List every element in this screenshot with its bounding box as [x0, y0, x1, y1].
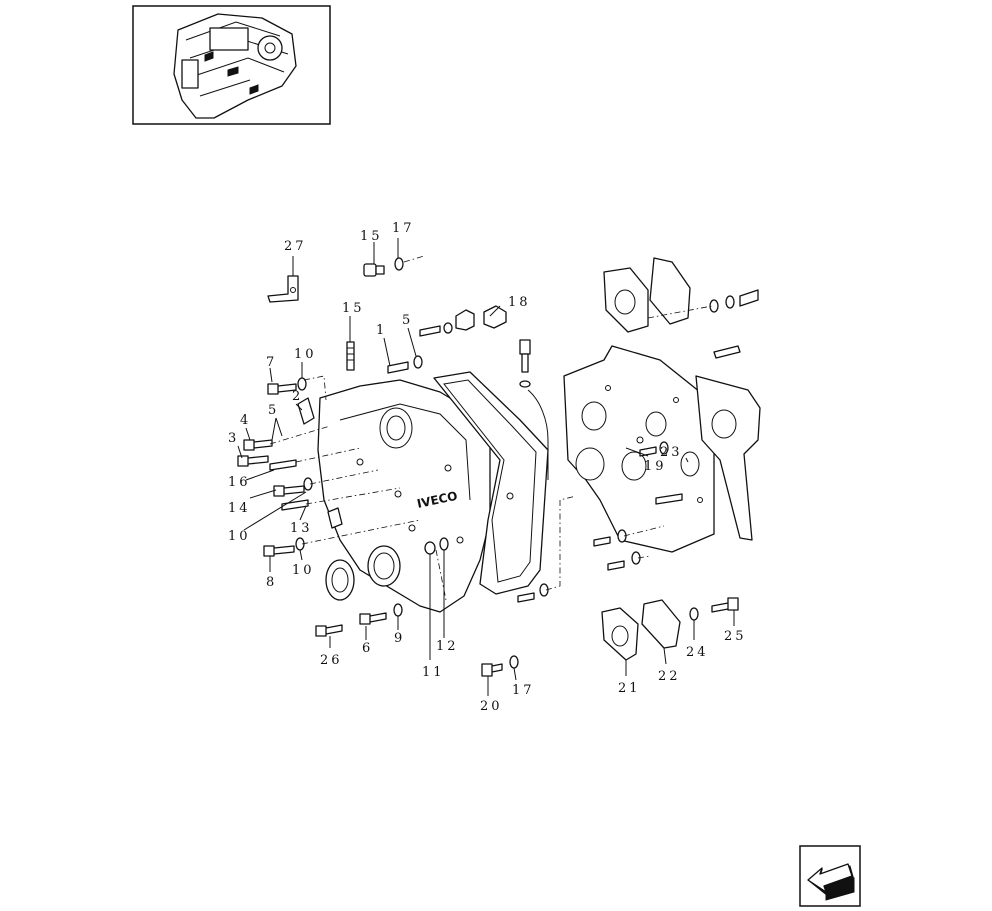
sensor-top: [519, 339, 549, 480]
callout-27: 27: [284, 239, 307, 254]
leader-lines: [237, 238, 735, 696]
callout-2: 2: [292, 389, 303, 404]
callout-5-top: 5: [402, 313, 413, 328]
callout-18: 19: [644, 459, 667, 474]
callout-9: 9: [394, 631, 405, 646]
cover-gasket: [433, 371, 549, 595]
callout-13: 13: [290, 521, 313, 536]
timing-cover-housing: IVECO: [317, 379, 491, 613]
bolt-1: [387, 355, 423, 374]
dowel-pin: [713, 345, 741, 359]
cover-plate-upper: [603, 257, 759, 333]
callout-25: 25: [724, 629, 747, 644]
callout-6: 6: [362, 641, 373, 656]
next-page-button[interactable]: [799, 845, 861, 907]
arrow-left-down-icon: [807, 863, 855, 901]
fasteners-lower: [315, 441, 683, 677]
callout-10-mid: 10: [228, 529, 251, 544]
callout-24-mid: 23: [660, 445, 683, 460]
cover-plate-lower: [601, 597, 739, 661]
callout-1: 1: [376, 323, 387, 338]
fasteners-left: [237, 377, 343, 557]
clamps-19: [419, 305, 507, 337]
callout-labels: 27 15 17 18 15 1 5 7 10 4 5 2 3 16 14 13…: [228, 221, 747, 714]
callout-10-top: 10: [294, 347, 317, 362]
callout-20: 20: [480, 699, 503, 714]
callout-17-top: 17: [392, 221, 415, 236]
callout-21: 15: [360, 229, 383, 244]
callout-14: 14: [228, 501, 251, 516]
callout-22: 21: [618, 681, 641, 696]
callout-8: 8: [266, 575, 277, 590]
callout-11: 11: [422, 665, 445, 680]
callout-19: 18: [508, 295, 531, 310]
callout-12: 12: [436, 639, 459, 654]
bolt-21: [363, 255, 425, 277]
engine-thumbnail: [132, 5, 331, 125]
callout-17-low: 17: [512, 683, 535, 698]
callout-23: 22: [658, 669, 681, 684]
callout-7: 7: [266, 355, 277, 370]
bracket-27: [267, 275, 299, 303]
stud-15: [346, 341, 355, 371]
intermediate-plate: [563, 345, 715, 553]
callout-16: 16: [228, 475, 251, 490]
callout-3: 3: [228, 431, 239, 446]
callout-15: 15: [342, 301, 365, 316]
callout-24-low: 24: [686, 645, 709, 660]
callout-26: 26: [320, 653, 343, 668]
rear-gasket: [695, 375, 761, 541]
callout-10-low: 10: [292, 563, 315, 578]
callout-5-left: 5: [268, 403, 279, 418]
engine-icon: [173, 13, 297, 119]
callout-4: 4: [240, 413, 251, 428]
